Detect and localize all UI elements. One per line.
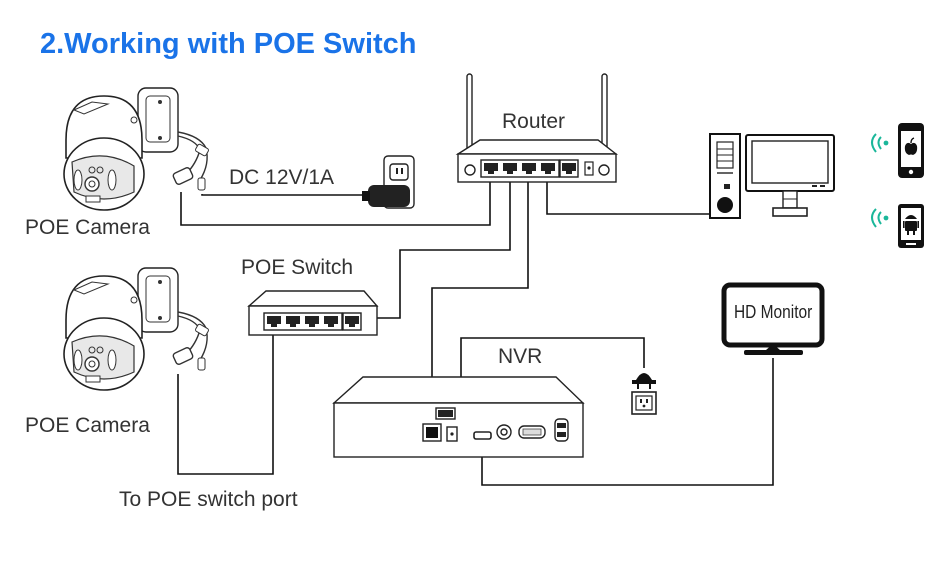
iphone-device xyxy=(871,123,924,178)
label-hd-monitor: HD Monitor xyxy=(734,302,813,322)
android-phone-device xyxy=(871,204,924,248)
wire-switch-router xyxy=(376,178,511,319)
router xyxy=(455,73,619,183)
page-title: 2.Working with POE Switch xyxy=(40,28,417,60)
power-adapter xyxy=(362,155,415,209)
nvr-power-plug xyxy=(631,373,657,415)
android-icon xyxy=(903,215,919,235)
label-poe-camera-bottom: POE Camera xyxy=(25,414,150,437)
switch-ports xyxy=(267,316,359,327)
apple-icon xyxy=(904,137,918,155)
wifi-icon xyxy=(871,133,882,153)
wire-camera1-router xyxy=(180,178,491,226)
hd-monitor xyxy=(721,282,825,355)
label-dc-power: DC 12V/1A xyxy=(229,166,335,189)
nvr xyxy=(332,376,585,458)
label-poe-camera-top: POE Camera xyxy=(25,216,150,239)
label-router: Router xyxy=(502,110,566,133)
label-poe-switch: POE Switch xyxy=(241,256,354,279)
poe-camera-top xyxy=(63,87,210,211)
wire-camera-dc-power xyxy=(201,194,368,196)
router-ports xyxy=(484,163,576,174)
desktop-pc xyxy=(709,133,835,219)
label-nvr: NVR xyxy=(498,345,543,368)
wire-router-pc xyxy=(546,178,709,215)
poe-camera-bottom xyxy=(63,267,210,391)
wifi-icon xyxy=(871,208,882,228)
connection-wires xyxy=(177,178,774,486)
label-switch-port-note: To POE switch port xyxy=(119,488,298,511)
wire-nvr-monitor xyxy=(481,358,774,486)
wire-camera2-switch xyxy=(177,335,274,475)
poe-switch xyxy=(247,290,379,336)
wire-nvr-router xyxy=(431,178,529,426)
